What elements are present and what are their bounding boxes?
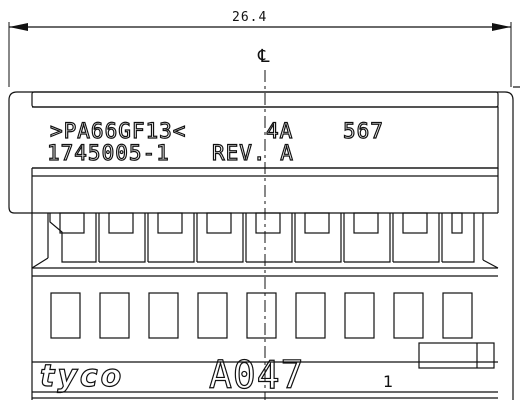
terminal-cavity <box>343 213 391 263</box>
dimension-arrow-right <box>492 23 511 31</box>
terminal-contact <box>255 212 281 234</box>
lower-slot <box>295 292 326 339</box>
terminal-cavity <box>294 213 342 263</box>
terminal-contact <box>304 212 330 234</box>
lower-slot <box>393 292 424 339</box>
terminal-contact <box>206 212 232 234</box>
current-rating: 4A <box>266 119 293 143</box>
terminal-contact <box>157 212 183 234</box>
lower-slot <box>99 292 130 339</box>
terminal-cavity <box>147 213 195 263</box>
right-chamfer <box>482 259 499 269</box>
terminal-contact <box>59 212 85 234</box>
lower-slot <box>442 292 473 339</box>
terminal-contact <box>402 212 428 234</box>
terminal-contact <box>108 212 134 234</box>
latch <box>418 342 495 369</box>
terminal-cavity <box>49 213 97 263</box>
connector-body-outline <box>8 91 514 400</box>
lower-slot <box>344 292 375 339</box>
left-chamfer <box>31 257 49 269</box>
tyco-logo: tyco <box>40 359 124 394</box>
terminal-contact <box>451 212 463 234</box>
terminal-cavity <box>392 213 440 263</box>
terminal-cavity <box>245 213 293 263</box>
revision: REV. A <box>212 141 294 165</box>
part-number: 1745005-1 <box>47 141 170 165</box>
upper-cavity-row <box>49 212 475 263</box>
lower-slot <box>148 292 179 339</box>
dimension-arrow-left <box>9 23 28 31</box>
date-code: 567 <box>343 119 384 143</box>
dimension-value: 26.4 <box>232 10 267 25</box>
material-marking: >PA66GF13< <box>50 119 186 143</box>
centerline-symbol: ℄ <box>257 46 270 67</box>
lower-slot <box>197 292 228 339</box>
terminal-contact <box>353 212 379 234</box>
terminal-cavity <box>196 213 244 263</box>
terminal-cavity <box>98 213 146 263</box>
terminal-cavity <box>441 213 475 263</box>
pin-one-marker: 1 <box>383 372 393 391</box>
lower-slot <box>246 292 277 339</box>
lower-slot-row <box>50 292 473 339</box>
lower-slot <box>50 292 81 339</box>
part-code: A047 <box>209 353 305 397</box>
